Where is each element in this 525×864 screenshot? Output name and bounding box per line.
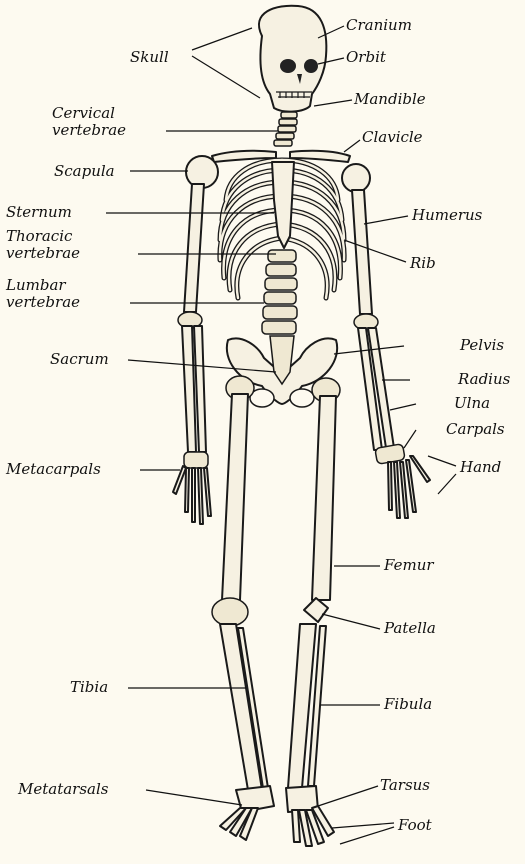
label-skull: Skull: [130, 48, 169, 66]
foot-leader-upper: [332, 823, 394, 828]
sternum-bone: [272, 162, 294, 248]
label-femur: Femur: [383, 556, 434, 574]
humerus-leader: [364, 216, 408, 224]
label-lumbar-line1: Lumbar: [5, 276, 66, 294]
left-leg: [212, 376, 274, 840]
label-clavicle: Clavicle: [362, 128, 423, 146]
label-metatarsals: Metatarsals: [17, 780, 109, 798]
label-patella: Patella: [383, 619, 436, 637]
label-ulna: Ulna: [454, 394, 490, 412]
label-orbit: Orbit: [346, 48, 387, 66]
right-arm: [352, 190, 430, 518]
mandible-leader: [314, 100, 352, 106]
label-humerus: Humerus: [411, 206, 483, 224]
label-thoracic-line1: Thoracic: [6, 227, 73, 245]
foot-leader-lower: [340, 827, 394, 844]
leader-lines: [106, 26, 456, 844]
metatarsals-leader: [146, 790, 242, 805]
label-rib: Rib: [409, 254, 436, 272]
label-carpals: Carpals: [446, 420, 505, 438]
label-tibia: Tibia: [70, 678, 108, 696]
carpals-leader: [404, 430, 416, 448]
patella-leader: [322, 614, 380, 629]
label-radius: Radius: [457, 370, 511, 388]
right-leg: [286, 378, 340, 846]
label-scapula: Scapula: [54, 162, 115, 180]
label-fibula: Fibula: [383, 695, 432, 713]
patella-bone: [304, 598, 328, 622]
label-mandible: Mandible: [353, 90, 426, 108]
left-arm: [173, 184, 211, 524]
label-sacrum: Sacrum: [50, 350, 109, 368]
label-sternum: Sternum: [6, 203, 72, 221]
lumbar-spine: [262, 250, 297, 334]
label-metacarpals: Metacarpals: [5, 460, 101, 478]
shoulder-right-bone: [342, 164, 370, 192]
tarsus-leader: [318, 786, 378, 806]
rib-leader: [344, 240, 406, 262]
label-thoracic-line2: vertebrae: [6, 244, 80, 262]
labels: Skull Cranium Orbit Mandible Cervical ve…: [5, 16, 511, 834]
cervical-spine: [274, 112, 297, 146]
label-foot: Foot: [397, 816, 433, 834]
label-pelvis: Pelvis: [459, 336, 504, 354]
skull-leader-upper: [192, 28, 252, 50]
clavicle-leader: [344, 140, 360, 152]
obturator-right: [290, 389, 314, 407]
skull-leader-lower: [192, 56, 260, 98]
label-lumbar-line2: vertebrae: [6, 293, 80, 311]
hand-leader-lower: [438, 474, 456, 494]
ulna-leader: [390, 404, 416, 410]
skull-bone: [259, 6, 326, 112]
hand-leader-upper: [428, 456, 456, 466]
label-cranium: Cranium: [346, 16, 412, 34]
label-cervical-line2: vertebrae: [52, 121, 126, 139]
label-tarsus: Tarsus: [380, 776, 430, 794]
label-hand: Hand: [459, 458, 501, 476]
label-cervical-line1: Cervical: [52, 104, 115, 122]
